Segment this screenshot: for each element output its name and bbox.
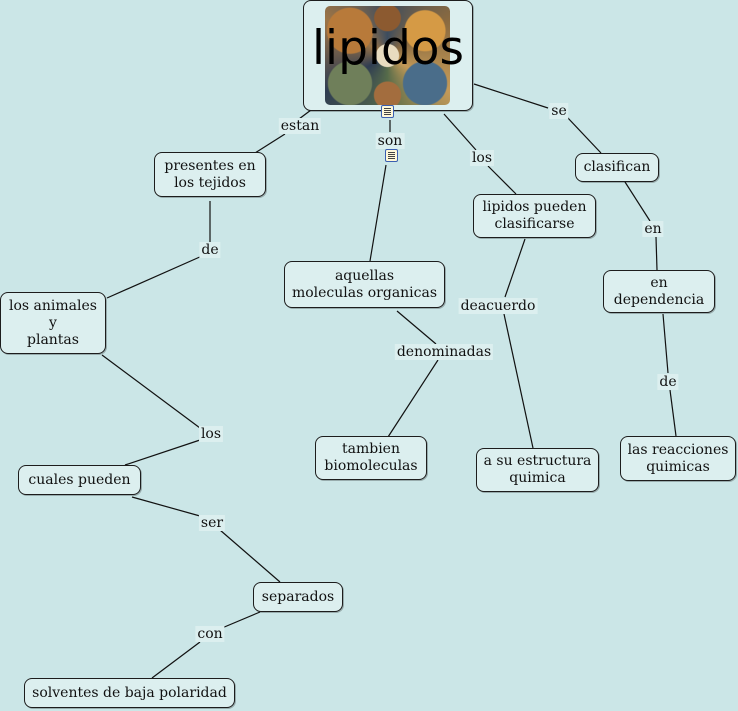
root-title: lipidos [311, 21, 465, 76]
link-label-son[interactable]: son [375, 133, 405, 149]
node-cuales-pueden[interactable]: cuales pueden [18, 465, 141, 495]
link-label-se[interactable]: se [549, 103, 569, 119]
link-label-denominadas[interactable]: denominadas [394, 344, 494, 360]
link-label-ser[interactable]: ser [198, 515, 226, 531]
node-aquellas-moleculas-organicas[interactable]: aquellas moleculas organicas [284, 261, 445, 308]
node-separados[interactable]: separados [253, 582, 343, 612]
link-label-de-2[interactable]: de [657, 374, 679, 390]
link-label-los-2[interactable]: los [469, 150, 495, 166]
node-en-dependencia[interactable]: en dependencia [603, 270, 715, 313]
node-lipidos-pueden-clasificarse[interactable]: lipidos pueden clasificarse [473, 194, 596, 238]
link-label-los[interactable]: los [198, 426, 224, 442]
link-label-en[interactable]: en [642, 221, 664, 237]
node-presentes-en-los-tejidos[interactable]: presentes en los tejidos [154, 152, 266, 197]
node-a-su-estructura-quimica[interactable]: a su estructura quimica [476, 448, 599, 492]
node-los-animales-y-plantas[interactable]: los animales y plantas [0, 292, 106, 354]
root-node[interactable]: lipidos [303, 0, 473, 111]
node-tambien-biomoleculas[interactable]: tambien biomoleculas [315, 436, 427, 480]
link-label-deacuerdo[interactable]: deacuerdo [458, 298, 538, 314]
lipids-collage-image [325, 6, 450, 105]
link-label-estan[interactable]: estan [278, 118, 322, 134]
link-label-de[interactable]: de [199, 242, 221, 258]
node-clasifican[interactable]: clasifican [575, 153, 659, 182]
link-label-con[interactable]: con [195, 626, 225, 642]
node-las-reacciones-quimicas[interactable]: las reacciones quimicas [620, 436, 736, 481]
node-solventes-de-baja-polaridad[interactable]: solventes de baja polaridad [24, 678, 235, 708]
note-icon[interactable] [385, 149, 398, 162]
note-icon[interactable] [381, 105, 394, 118]
